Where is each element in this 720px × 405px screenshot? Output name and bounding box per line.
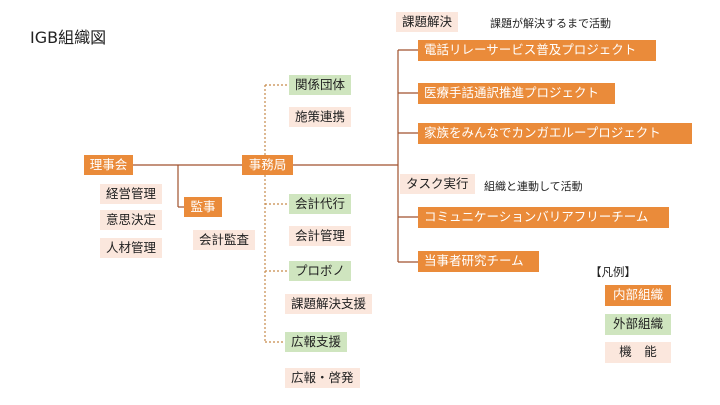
node-ishi-kettei: 意思決定 (100, 210, 163, 230)
node-kanji: 監事 (184, 197, 222, 217)
legend-external: 外部組織 (605, 314, 671, 335)
node-jinzai-kanri: 人材管理 (100, 238, 163, 258)
node-koho-shien: 広報支援 (285, 332, 348, 352)
node-shisaku-renkei: 施策連携 (289, 107, 352, 127)
legend-heading: 【凡例】 (590, 265, 636, 279)
legend-function: 機 能 (605, 342, 671, 363)
node-rijikai: 理事会 (84, 155, 133, 175)
team-2: 当事者研究チーム (418, 251, 539, 272)
note-task-jikko: 組織と連動して活動 (484, 180, 583, 193)
project-1: 電話リレーサービス普及プロジェクト (418, 40, 656, 61)
node-purobono: プロボノ (289, 261, 352, 281)
node-jimukyoku: 事務局 (242, 155, 293, 175)
note-kadai-kaiketsu: 課題が解決するまで活動 (490, 17, 611, 30)
node-kaikei-daiko: 会計代行 (289, 194, 352, 214)
project-3: 家族をみんなでカンガエループロジェクト (418, 123, 692, 144)
legend-internal: 内部組織 (605, 285, 671, 306)
team-1: コミュニケーションバリアフリーチーム (418, 207, 669, 228)
node-kaikei-kanri: 会計管理 (289, 226, 352, 246)
project-2: 医療手話通訳推進プロジェクト (418, 83, 615, 104)
node-kadai-kaiketsu-shien: 課題解決支援 (285, 294, 373, 314)
node-kadai-kaiketsu: 課題解決 (396, 12, 459, 32)
node-kankei-dantai: 関係団体 (289, 75, 352, 95)
node-keiei-kanri: 経営管理 (100, 184, 163, 204)
node-task-jikko: タスク実行 (400, 174, 475, 194)
node-kaikei-kansa: 会計監査 (193, 230, 256, 250)
page-title: IGB組織図 (30, 28, 107, 47)
node-koho-keihatsu: 広報・啓発 (285, 368, 360, 388)
